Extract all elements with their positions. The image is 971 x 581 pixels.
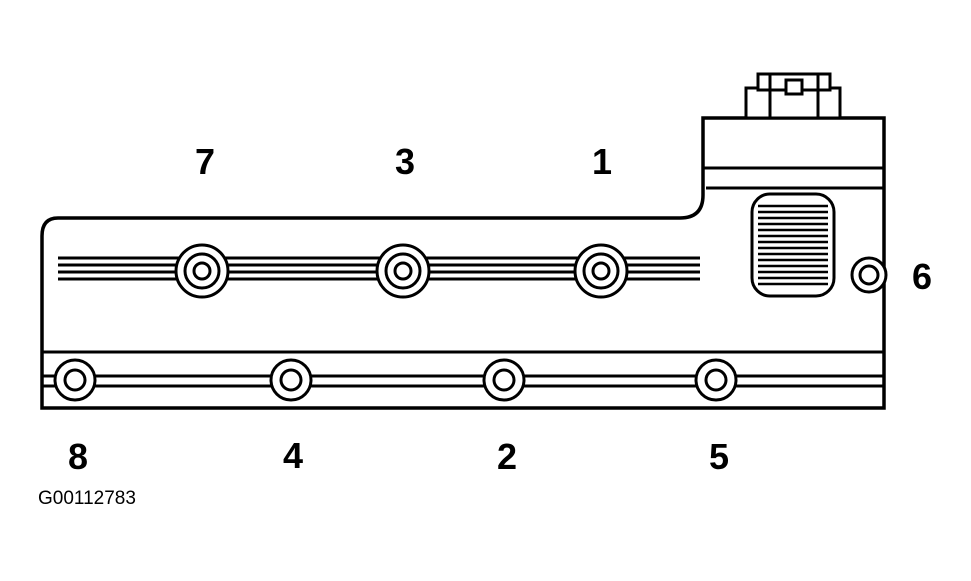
label-8: 8 bbox=[68, 436, 88, 477]
bolt-6 bbox=[850, 256, 888, 294]
lower-flange bbox=[42, 350, 884, 388]
label-1: 1 bbox=[592, 141, 612, 182]
figure-code: G00112783 bbox=[38, 488, 136, 509]
bolt-8 bbox=[53, 358, 97, 402]
cover-outline bbox=[40, 116, 886, 410]
bolt-7 bbox=[174, 243, 230, 299]
bolt-3 bbox=[375, 243, 431, 299]
bolt-1 bbox=[573, 243, 629, 299]
label-3: 3 bbox=[395, 141, 415, 182]
label-7: 7 bbox=[195, 141, 215, 182]
connector bbox=[744, 72, 842, 120]
bolt-5 bbox=[694, 358, 738, 402]
label-4: 4 bbox=[283, 435, 303, 476]
oil-cap bbox=[750, 192, 836, 298]
label-6: 6 bbox=[912, 256, 932, 297]
bolt-4 bbox=[269, 358, 313, 402]
bolt-2 bbox=[482, 358, 526, 402]
label-2: 2 bbox=[497, 436, 517, 477]
label-5: 5 bbox=[709, 436, 729, 477]
